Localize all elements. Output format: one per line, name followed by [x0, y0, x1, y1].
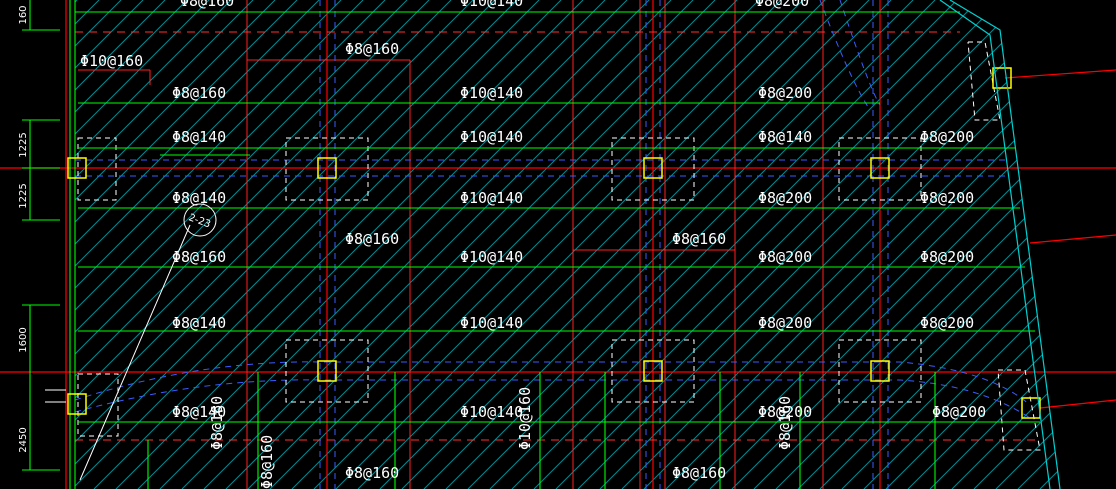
rebar-label: Φ8@200 — [920, 189, 974, 207]
rebar-label: Φ10@140 — [460, 314, 523, 332]
dimension-labels: 1225 1225 1600 2450 160 — [18, 5, 29, 452]
rebar-label: Φ8@160 — [345, 464, 399, 482]
rebar-label: Φ8@140 — [758, 128, 812, 146]
rebar-label: Φ8@140 — [172, 128, 226, 146]
rebar-label: Φ8@200 — [758, 403, 812, 421]
rebar-label: Φ8@200 — [758, 314, 812, 332]
dimension-label: 1225 — [18, 132, 29, 157]
drop-panels — [77, 41, 1041, 451]
rebar-lines-green — [22, 0, 1040, 489]
rebar-label: Φ8@160 — [672, 230, 726, 248]
section-marker-text: 2-23 — [187, 212, 212, 230]
rebar-label: Φ10@160 — [516, 387, 534, 450]
rebar-label: Φ8@160 — [345, 40, 399, 58]
column-capitals — [67, 67, 1041, 419]
dimension-label: 1600 — [18, 327, 29, 352]
rebar-label: Φ10@140 — [460, 128, 523, 146]
rebar-label: Φ8@140 — [172, 403, 226, 421]
rebar-label: Φ8@200 — [932, 403, 986, 421]
rebar-label: Φ8@200 — [920, 314, 974, 332]
rebar-label: Φ8@200 — [920, 248, 974, 266]
rebar-label: Φ10@140 — [460, 0, 523, 10]
rebar-label: Φ8@200 — [758, 248, 812, 266]
rebar-label: Φ8@160 — [208, 396, 226, 450]
support-rebar-red — [78, 0, 824, 489]
slab-edge — [939, 0, 1061, 489]
rebar-label: Φ8@160 — [258, 435, 276, 489]
rebar-label: Φ8@140 — [172, 314, 226, 332]
rebar-label: Φ8@160 — [172, 84, 226, 102]
rebar-label: Φ10@140 — [460, 403, 523, 421]
dimension-label: 2450 — [18, 427, 29, 452]
dimension-label: 1225 — [18, 183, 29, 208]
rebar-label: Φ8@160 — [776, 396, 794, 450]
rebar-label: Φ8@200 — [755, 0, 809, 10]
dimension-label: 160 — [18, 5, 29, 24]
rebar-label: Φ8@160 — [172, 248, 226, 266]
rebar-label: Φ8@140 — [172, 189, 226, 207]
rebar-label: Φ10@160 — [80, 52, 143, 70]
rebar-label: Φ10@140 — [460, 248, 523, 266]
section-marker[interactable]: 2-23 — [183, 203, 217, 237]
rebar-label: Φ10@140 — [460, 189, 523, 207]
rebar-label: Φ8@200 — [758, 189, 812, 207]
rebar-label: Φ10@140 — [460, 84, 523, 102]
leader-lines — [45, 224, 191, 481]
rebar-label: Φ8@160 — [672, 464, 726, 482]
red-dashed-lines — [75, 31, 1040, 441]
rebar-label: Φ8@160 — [345, 230, 399, 248]
rebar-label: Φ8@160 — [180, 0, 234, 10]
rebar-label: Φ8@200 — [920, 128, 974, 146]
rebar-label: Φ8@200 — [758, 84, 812, 102]
